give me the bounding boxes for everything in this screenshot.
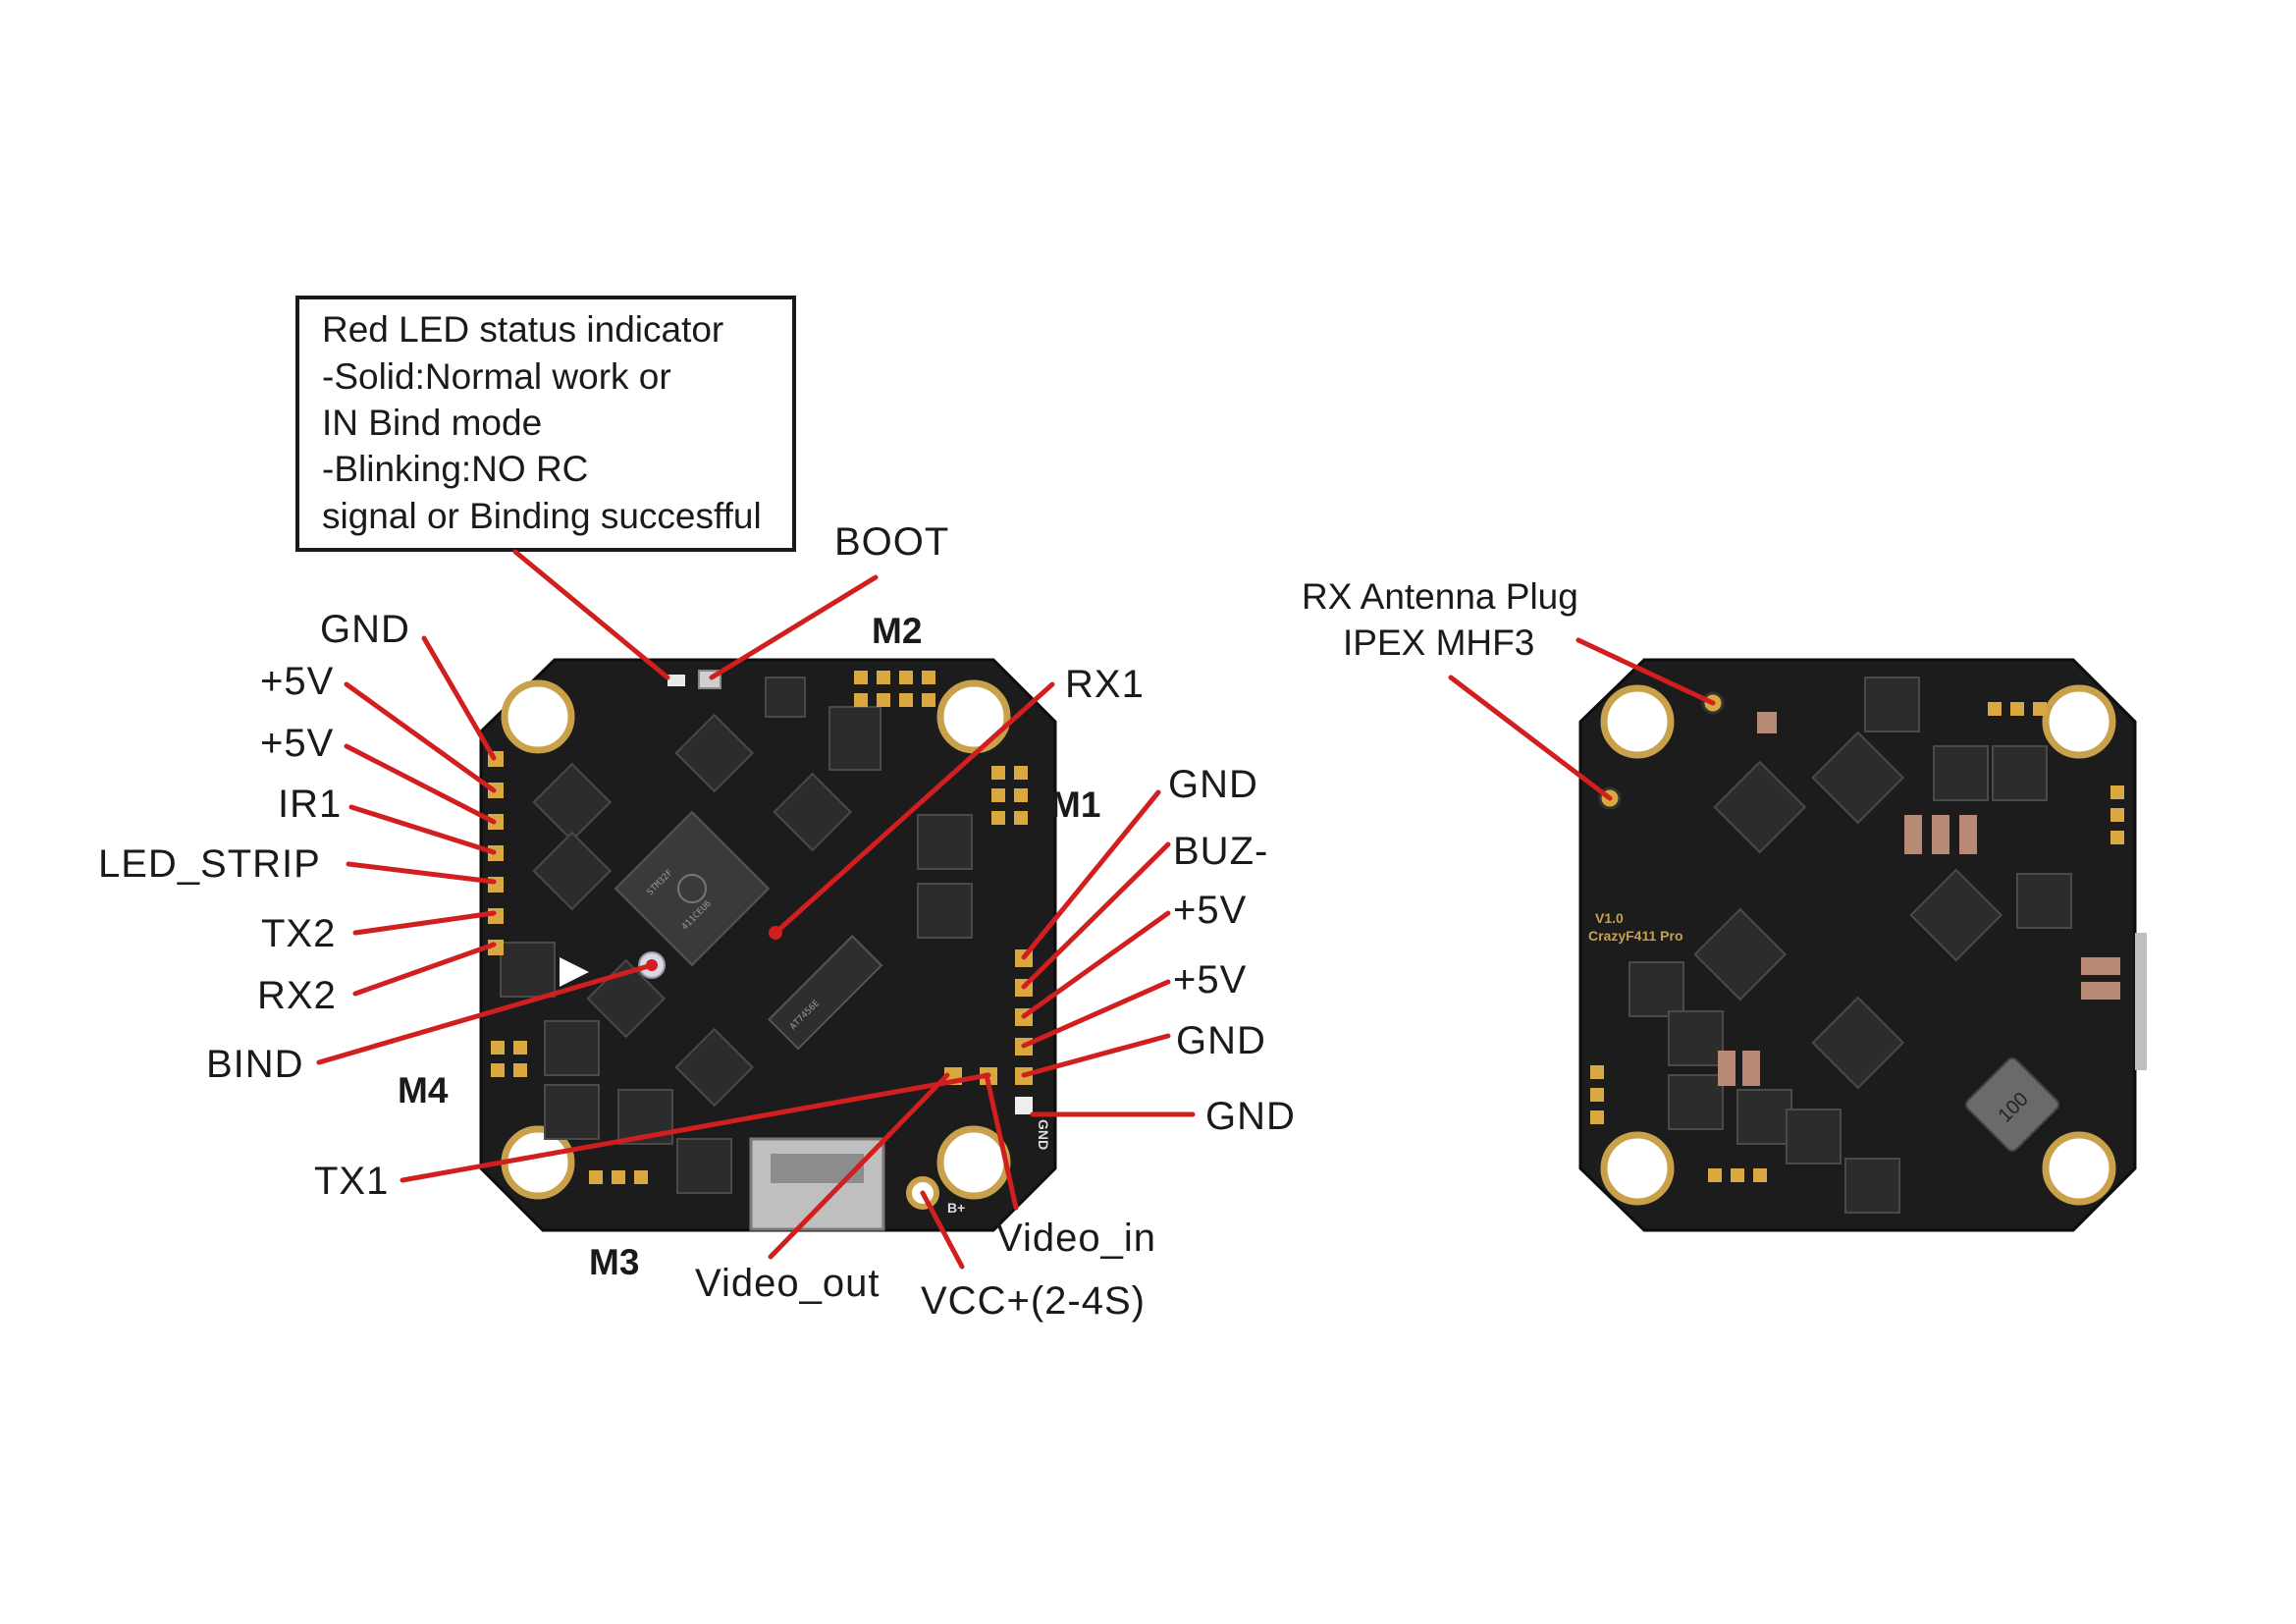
components — [500, 677, 973, 1194]
left-pin-label-5v-1: +5V — [260, 660, 334, 703]
status-note-line-4: -Blinking:NO RC — [322, 449, 588, 489]
video-out-label: Video_out — [695, 1262, 880, 1305]
status-note-line-5: signal or Binding succesfful — [322, 496, 762, 536]
back-usb-tab — [2135, 933, 2147, 1070]
back-board: 100 V1.0 CrazyF411 Pro — [1578, 658, 2147, 1232]
bind-label: BIND — [206, 1043, 304, 1086]
right-pin-label-buz: BUZ- — [1173, 830, 1268, 873]
silk-version: V1.0 — [1595, 910, 1624, 926]
left-pin-label-gnd: GND — [320, 608, 410, 651]
motor-pads — [491, 671, 1028, 1184]
vcc-label: VCC+(2-4S) — [921, 1279, 1146, 1323]
status-led — [667, 675, 685, 686]
antenna-label-line-2: IPEX MHF3 — [1343, 623, 1534, 663]
back-labels: RX Antenna Plug IPEX MHF3 — [1302, 576, 1578, 663]
status-note-line-3: IN Bind mode — [322, 403, 542, 443]
video-in-label: Video_in — [996, 1217, 1156, 1260]
boot-label: BOOT — [834, 520, 949, 564]
back-pads — [1590, 702, 2124, 1182]
m2-label: M2 — [872, 611, 922, 651]
front-board: STM32F 411CEU6 AT7456E — [479, 658, 1057, 1232]
back-components — [1629, 677, 2072, 1214]
capacitors — [1718, 712, 2120, 1086]
right-pin-label-5v-1: +5V — [1173, 889, 1247, 932]
leader-lines — [316, 549, 1716, 1270]
left-pin-label-ir1: IR1 — [278, 783, 342, 826]
m4-label: M4 — [398, 1070, 449, 1110]
left-pin-label-5v-2: +5V — [260, 722, 334, 765]
status-note-line-1: Red LED status indicator — [322, 309, 723, 350]
right-pin-label-gnd-1: GND — [1168, 763, 1258, 806]
rx1-label: RX1 — [1065, 663, 1145, 706]
m3-label: M3 — [589, 1242, 639, 1282]
driver-chip: AT7456E — [768, 935, 883, 1051]
orientation-arrow-icon — [560, 957, 589, 987]
right-pin-label-5v-2: +5V — [1173, 958, 1247, 1001]
m1-label: M1 — [1050, 785, 1100, 825]
inductor: 100 — [1964, 1056, 2060, 1153]
left-pin-label-tx2: TX2 — [261, 912, 336, 955]
right-pin-label-gnd-2: GND — [1176, 1019, 1266, 1062]
mcu-chip: STM32F 411CEU6 — [614, 810, 771, 967]
usb-port — [749, 1137, 885, 1231]
tx1-label: TX1 — [314, 1160, 389, 1203]
status-note-box: Red LED status indicator -Solid:Normal w… — [295, 296, 796, 552]
left-pin-label-rx2: RX2 — [257, 974, 337, 1017]
status-note-line-2: -Solid:Normal work or — [322, 356, 671, 397]
silk-gnd: GND — [1036, 1119, 1051, 1150]
right-pin-label-gnd-3: GND — [1205, 1095, 1296, 1138]
silk-bplus: B+ — [947, 1200, 965, 1216]
silk-model: CrazyF411 Pro — [1588, 928, 1683, 944]
antenna-label-line-1: RX Antenna Plug — [1302, 576, 1578, 617]
left-pin-label-led-strip: LED_STRIP — [98, 842, 321, 886]
back-mounting-holes — [1600, 684, 2116, 1206]
front-labels: BOOT M2 RX1 M1 M4 M3 GND +5V +5V IR1 LED… — [98, 520, 1296, 1323]
